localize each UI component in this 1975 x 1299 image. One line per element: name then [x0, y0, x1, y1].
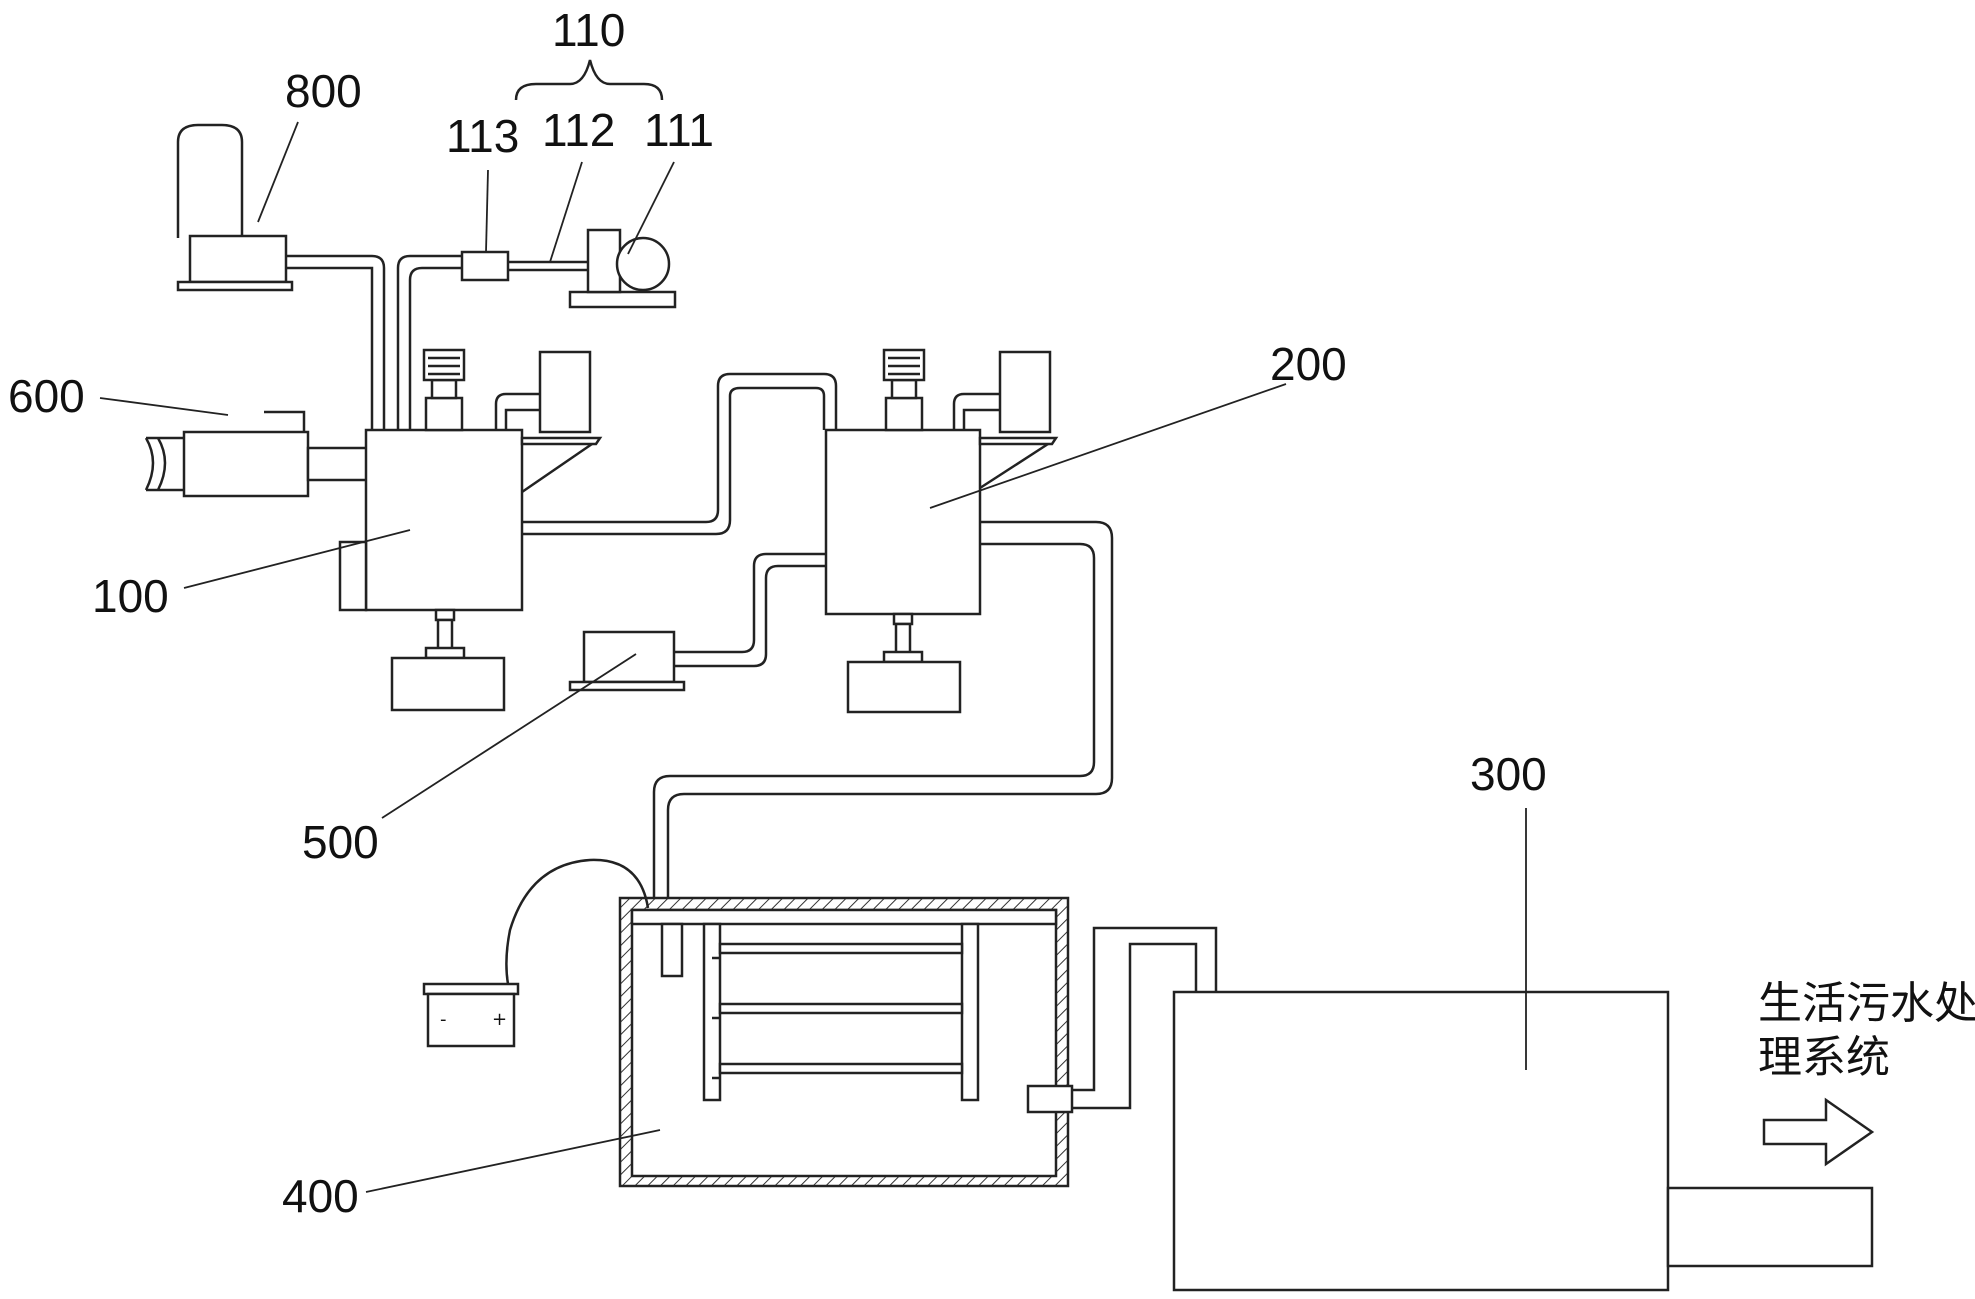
unit-800: [176, 123, 294, 292]
reactor-200: [824, 348, 1059, 714]
transfer-piping: [522, 372, 838, 536]
reference-labels: 110 800 113 112 111 600 200 100 500 300 …: [8, 4, 1547, 1222]
label-600: 600: [8, 370, 85, 422]
leader-lines: [99, 121, 1527, 1193]
label-110: 110: [552, 4, 625, 56]
tank-400: [618, 896, 1070, 1188]
unit-300: [1172, 990, 1874, 1292]
pipe-200-to-400: [652, 520, 1114, 898]
label-400: 400: [282, 1170, 359, 1222]
label-112: 112: [542, 104, 615, 156]
reactor-100: [338, 348, 603, 712]
battery-minus: -: [440, 1009, 447, 1030]
label-500: 500: [302, 816, 379, 868]
label-300: 300: [1470, 748, 1547, 800]
brace-110: [514, 59, 664, 101]
outlet-label: 生活污水处 理系统: [1758, 978, 1975, 1083]
battery-plus: +: [492, 1009, 507, 1030]
label-200: 200: [1270, 338, 1347, 390]
label-100: 100: [92, 570, 169, 622]
pipe-400-to-300: [1026, 926, 1218, 1114]
air-piping: [286, 254, 588, 432]
outlet-label-line2: 理系统: [1758, 1032, 1890, 1083]
outlet-arrow: [1762, 1097, 1875, 1167]
unit-600: [144, 410, 370, 498]
label-111: 111: [644, 104, 714, 156]
label-113: 113: [446, 110, 519, 162]
unit-110: [460, 228, 677, 309]
battery: - +: [422, 858, 650, 1048]
label-800: 800: [285, 65, 362, 117]
unit-500: [568, 552, 826, 692]
outlet-label-line1: 生活污水处: [1758, 978, 1975, 1029]
